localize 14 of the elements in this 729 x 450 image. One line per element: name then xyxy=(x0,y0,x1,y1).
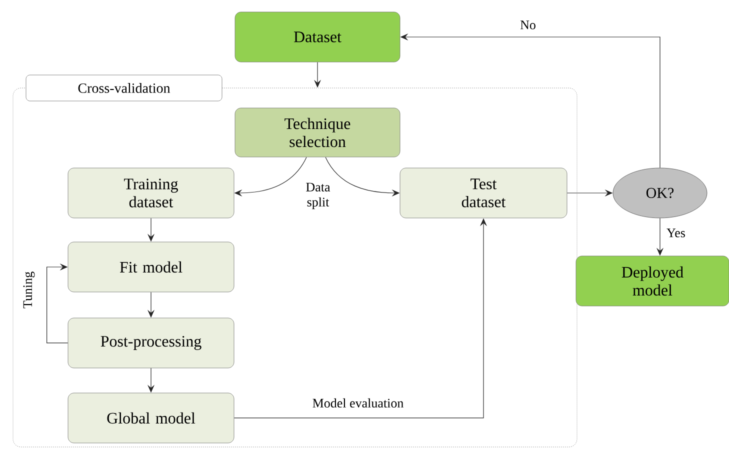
split-label: Data split xyxy=(297,182,339,210)
process-box: Deployed model xyxy=(576,256,729,306)
process-box: Fit model xyxy=(68,242,234,292)
process-box: Post-processing xyxy=(68,318,234,368)
process-box: Training dataset xyxy=(68,168,234,218)
edge-label: Tuning xyxy=(22,270,36,310)
process-box: Test dataset xyxy=(400,168,568,218)
process-box: Global model xyxy=(68,392,234,444)
edge-label: Yes xyxy=(666,228,686,238)
arrow xyxy=(46,263,68,344)
edge-label: Model evaluation xyxy=(311,397,405,409)
process-box: Technique selection xyxy=(234,108,400,158)
process-box: Dataset xyxy=(234,12,400,62)
edge-label: No xyxy=(519,20,537,30)
